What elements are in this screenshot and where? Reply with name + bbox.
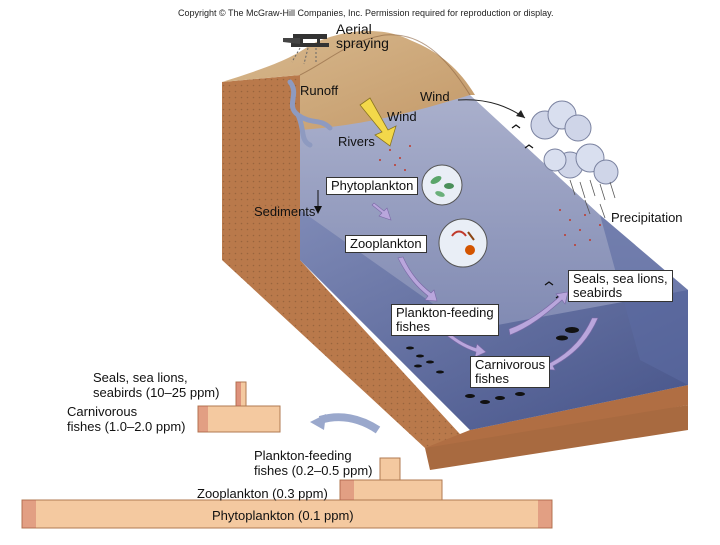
pyramid-label-carnivorous-line2: fishes (1.0–2.0 ppm)	[67, 419, 186, 434]
label-phytoplankton: Phytoplankton	[326, 177, 418, 195]
label-aerial-spraying-line1: Aerial	[336, 22, 372, 36]
pyramid-label-seals-line2: seabirds (10–25 ppm)	[93, 385, 219, 400]
label-precipitation: Precipitation	[611, 211, 683, 225]
label-carnivorous: Carnivorous fishes	[470, 356, 550, 388]
label-seals-ocean: Seals, sea lions, seabirds	[568, 270, 673, 302]
pyramid-bar-zooplankton	[340, 480, 442, 500]
label-carnivorous-line2: fishes	[475, 372, 545, 386]
label-seals-ocean-line2: seabirds	[573, 286, 668, 300]
pyramid-label-phytoplankton: Phytoplankton (0.1 ppm)	[212, 508, 354, 523]
label-wind-upper: Wind	[420, 90, 450, 104]
copyright-notice: Copyright © The McGraw-Hill Companies, I…	[178, 8, 553, 18]
label-zooplankton: Zooplankton	[345, 235, 427, 253]
label-plankton-feeding-line1: Plankton-feeding	[396, 306, 494, 320]
transfer-arrow	[320, 417, 378, 430]
label-carnivorous-line1: Carnivorous	[475, 358, 545, 372]
pyramid-label-plankton-feeding-line1: Plankton-feeding	[254, 448, 352, 463]
pyramid-bar-plankton-feeding	[380, 458, 400, 480]
zooplankton-circle	[439, 219, 487, 267]
pyramid-label-seals-line1: Seals, sea lions,	[93, 370, 188, 385]
pyramid-label-zooplankton: Zooplankton (0.3 ppm)	[197, 486, 328, 501]
pyramid-label-carnivorous-line1: Carnivorous	[67, 404, 137, 419]
label-rivers: Rivers	[338, 135, 375, 149]
label-runoff: Runoff	[300, 84, 338, 98]
pyramid-bar-carnivorous	[198, 406, 280, 432]
label-aerial-spraying-line2: spraying	[336, 36, 389, 50]
label-seals-ocean-line1: Seals, sea lions,	[573, 272, 668, 286]
label-sediments: Sediments	[254, 205, 315, 219]
label-wind-lower: Wind	[387, 110, 417, 124]
label-plankton-feeding-line2: fishes	[396, 320, 494, 334]
phytoplankton-circle	[422, 165, 462, 205]
label-plankton-feeding: Plankton-feeding fishes	[391, 304, 499, 336]
pyramid-label-plankton-feeding-line2: fishes (0.2–0.5 ppm)	[254, 463, 373, 478]
